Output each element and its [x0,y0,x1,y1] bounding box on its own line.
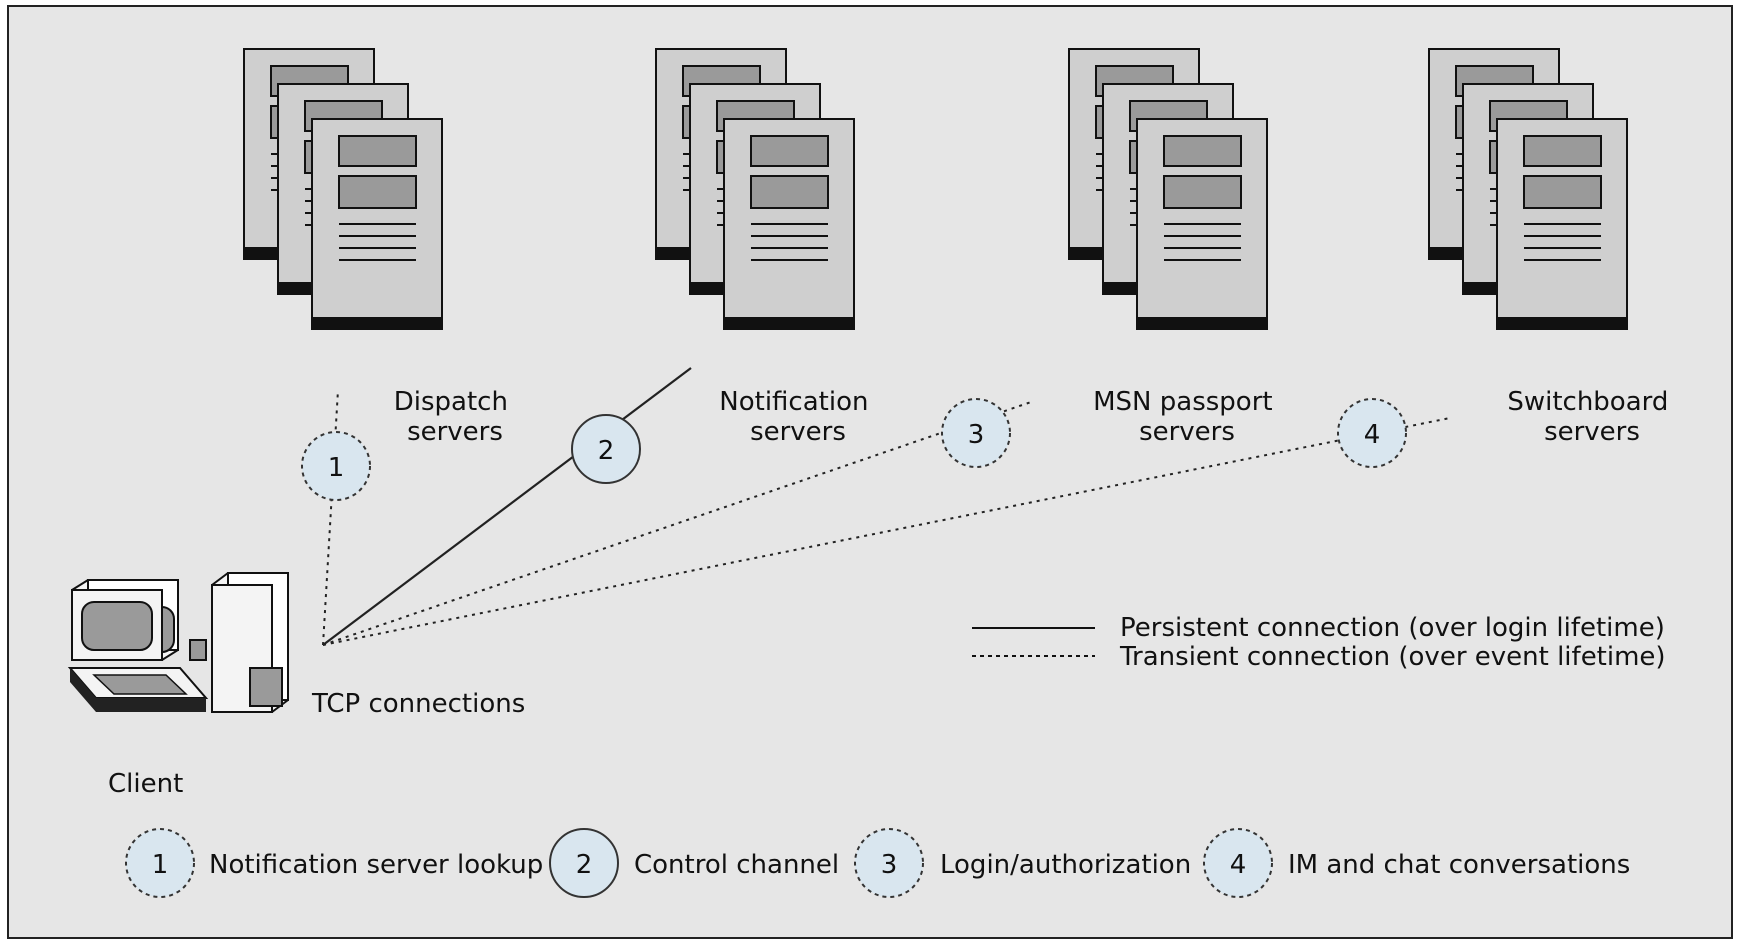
numbered-key: 1 Notification server lookup 2 Control c… [125,828,1630,898]
server-label-line: MSN passport [1093,387,1272,417]
badge-number: 4 [1364,420,1381,450]
server-label-line: servers [407,417,503,447]
connection-badge-3: 3 [941,398,1011,468]
badge-number: 2 [598,436,615,466]
connection-line-2 [322,367,692,646]
key-number: 1 [152,850,169,880]
client-computer-icon [67,572,289,713]
server-label-line: servers [750,417,846,447]
key-label: Control channel [634,850,839,880]
notification-servers-label: Notification servers [719,387,876,447]
server-label-line: Switchboard [1507,387,1668,417]
key-number: 3 [881,850,898,880]
connection-badge-2: 2 [571,414,641,484]
key-number: 4 [1230,850,1247,880]
msn-passport-servers-label: MSN passport servers [1093,387,1281,447]
switchboard-servers-label: Switchboard servers [1507,387,1676,447]
key-item-3: 3 Login/authorization [854,828,1191,898]
key-label: Notification server lookup [209,850,543,880]
line-style-legend: Persistent connection (over login lifeti… [972,613,1666,672]
dispatch-servers-label: Dispatch servers [394,387,516,447]
connection-badge-4: 4 [1337,398,1407,468]
key-item-2: 2 Control channel [549,828,839,898]
connection-line-1 [322,389,339,646]
connection-badge-1: 1 [301,431,371,501]
key-label: Login/authorization [940,850,1191,880]
transient-legend-label: Transient connection (over event lifetim… [1119,642,1666,672]
badge-number: 1 [328,453,345,483]
key-label: IM and chat conversations [1288,850,1630,880]
server-label-line: Dispatch [394,387,508,417]
server-label-line: Notification [719,387,868,417]
key-item-1: 1 Notification server lookup [125,828,543,898]
key-item-4: 4 IM and chat conversations [1203,828,1630,898]
tcp-connections-label: TCP connections [311,689,525,719]
server-label-line: servers [1139,417,1235,447]
badge-number: 3 [968,420,985,450]
key-number: 2 [576,850,593,880]
client-label: Client [108,769,183,799]
server-label-line: servers [1544,417,1640,447]
connection-line-3 [322,400,1035,646]
persistent-legend-label: Persistent connection (over login lifeti… [1120,613,1665,643]
